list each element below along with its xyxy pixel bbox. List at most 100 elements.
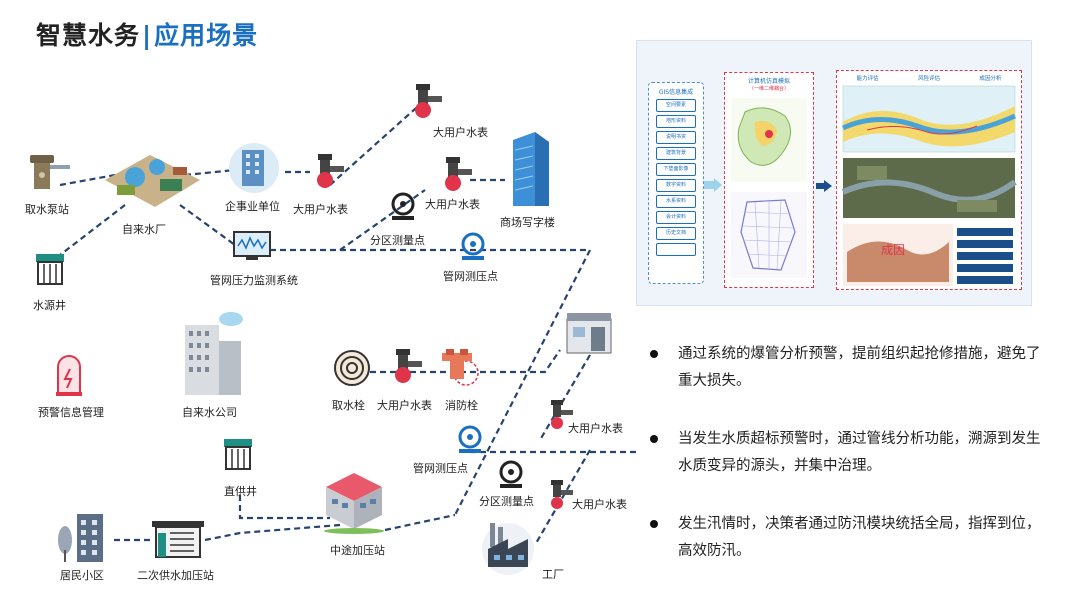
- office-building-icon: [513, 132, 549, 206]
- title-main: 智慧水务: [36, 21, 141, 50]
- label-hydrant-intake: 取水栓: [332, 399, 365, 412]
- simulation-maps: [731, 98, 807, 278]
- gis-item: 地形资料: [656, 115, 696, 128]
- gis-item: [656, 243, 696, 256]
- bullet-text: 通过系统的爆管分析预警，提前组织起抢修措施，避免了重大损失。: [678, 346, 1041, 389]
- label-meter-1: 大用户水表: [293, 203, 348, 216]
- label-pump-station: 取水泵站: [25, 203, 69, 216]
- sim-title: 计算机仿真模拟: [747, 78, 790, 85]
- label-enterprise: 企事业单位: [225, 200, 280, 213]
- pipe-plant-to-monitor: [179, 204, 236, 246]
- water-meter-icon: [445, 157, 472, 191]
- residential-icon: [58, 514, 103, 562]
- label-meter-2: 大用户水表: [425, 198, 480, 211]
- water-meter-icon: [415, 84, 442, 118]
- pipe-right-low: [534, 449, 591, 546]
- eval-tabs: 能力评估 风险评估 成因分析: [837, 74, 1021, 82]
- zone-measure-icon: [499, 460, 523, 488]
- label-water-well: 水源井: [33, 299, 66, 312]
- arrow-right-icon: [704, 178, 722, 192]
- pipe-booster-to-secondary: [204, 523, 341, 542]
- title-separator: |: [142, 21, 153, 50]
- pipe-plant-to-well: [59, 204, 126, 256]
- gis-item: 下垫面影像: [656, 163, 696, 176]
- bullet-text: 当发生水质超标预警时，通过管线分析功能，溯源到发生水质变异的源头，并集中治理。: [678, 431, 1041, 474]
- page-title: 智慧水务|应用场景: [36, 16, 258, 52]
- gis-title: GIS信息集成: [658, 89, 694, 96]
- eval-tab: 能力评估: [856, 76, 879, 82]
- pipe-network: [59, 99, 640, 546]
- water-meter-icon: [551, 480, 573, 509]
- label-pipe-pressure-2: 管网测压点: [413, 462, 468, 475]
- waterworks-icon: [105, 155, 200, 207]
- zone-measure-icon: [391, 192, 415, 220]
- bullet-dot-icon: [650, 435, 658, 443]
- bullet-dot-icon: [650, 350, 658, 358]
- building-icon: [566, 313, 612, 354]
- label-zone-point-2: 分区测量点: [479, 495, 534, 508]
- enterprise-icon: [229, 143, 279, 193]
- label-meter-top: 大用户水表: [433, 126, 488, 139]
- label-zone-point-1: 分区测量点: [370, 234, 425, 247]
- eval-tab: 风险评估: [917, 76, 940, 82]
- arrow-right-icon: [816, 180, 832, 192]
- company-building-icon: [185, 312, 243, 395]
- fire-hydrant-icon: [442, 349, 479, 386]
- gis-item: 说明书资: [656, 131, 696, 144]
- gis-integration-box: GIS信息集成 空间要素 地形资料 说明书资 建筑背景 下垫面影像 数字资料 水…: [648, 82, 704, 284]
- eval-tab: 成因分析: [979, 76, 1002, 82]
- label-pressure-monitor: 管网压力监测系统: [210, 274, 298, 287]
- label-residential: 居民小区: [60, 569, 104, 582]
- label-fire-hydrant: 消防栓: [445, 399, 478, 412]
- label-secondary-booster: 二次供水加压站: [137, 569, 214, 582]
- evaluation-box: 能力评估 风险评估 成因分析 成因: [836, 70, 1022, 290]
- bullet-text: 发生汛情时，决策者通过防汛模块统括全局，指挥到位，高效防汛。: [678, 516, 1041, 559]
- label-direct-well: 直供井: [224, 485, 257, 498]
- label-alarm-mgmt: 预警信息管理: [38, 406, 104, 419]
- monitor-icon: [233, 231, 271, 260]
- evaluation-images: 成因: [841, 85, 1017, 286]
- pipe-hydrant-line: [370, 349, 561, 374]
- pressure-gauge-icon: [458, 425, 482, 453]
- label-factory: 工厂: [542, 568, 564, 581]
- pipe-plant-to-enterprise: [184, 168, 236, 177]
- label-meter-3: 大用户水表: [377, 399, 432, 412]
- pipe-diagonal-top: [329, 99, 426, 186]
- alarm-icon: [56, 355, 82, 396]
- pipe-well-to-booster: [238, 495, 330, 520]
- bullet-dot-icon: [650, 520, 658, 528]
- booster-station-icon: [324, 473, 384, 534]
- simulation-box: 计算机仿真模拟 （一维二维耦合）: [724, 72, 814, 288]
- label-meter-4: 大用户水表: [568, 422, 623, 435]
- water-meter-icon: [551, 400, 573, 429]
- water-well-icon: [224, 439, 252, 470]
- label-meter-5: 大用户水表: [572, 498, 627, 511]
- label-booster-mid: 中途加压站: [330, 544, 385, 557]
- gis-item: 水系资料: [656, 195, 696, 208]
- gis-item: 历史文档: [656, 227, 696, 240]
- gis-item: 会计资料: [656, 211, 696, 224]
- factory-icon: [482, 523, 534, 575]
- water-well-icon: [36, 254, 64, 285]
- water-meter-icon: [317, 154, 344, 188]
- title-sub: 应用场景: [154, 21, 259, 50]
- label-water-company: 自来水公司: [182, 406, 237, 419]
- label-pipe-pressure-1: 管网测压点: [443, 270, 498, 283]
- hose-reel-icon: [334, 350, 370, 386]
- pipe-right-top: [539, 354, 591, 441]
- secondary-booster-icon: [152, 521, 204, 558]
- pressure-gauge-icon: [461, 232, 485, 260]
- gis-item: 建筑背景: [656, 147, 696, 160]
- pipe-diagonal-mid: [339, 189, 426, 251]
- bullet-item: 发生汛情时，决策者通过防汛模块统括全局，指挥到位，高效防汛。: [650, 511, 1045, 565]
- pipe-booster-right: [384, 513, 456, 532]
- label-waterworks: 自来水厂: [122, 223, 166, 236]
- gis-item: 数字资料: [656, 179, 696, 192]
- label-mall: 商场写字楼: [500, 216, 555, 229]
- eval-overlay-text: 成因: [881, 243, 905, 257]
- pump-station-icon: [30, 155, 70, 189]
- gis-item: 空间要素: [656, 99, 696, 112]
- water-meter-icon: [395, 349, 422, 383]
- bullet-item: 当发生水质超标预警时，通过管线分析功能，溯源到发生水质变异的源头，并集中治理。: [650, 426, 1045, 480]
- bullet-item: 通过系统的爆管分析预警，提前组织起抢修措施，避免了重大损失。: [650, 341, 1045, 395]
